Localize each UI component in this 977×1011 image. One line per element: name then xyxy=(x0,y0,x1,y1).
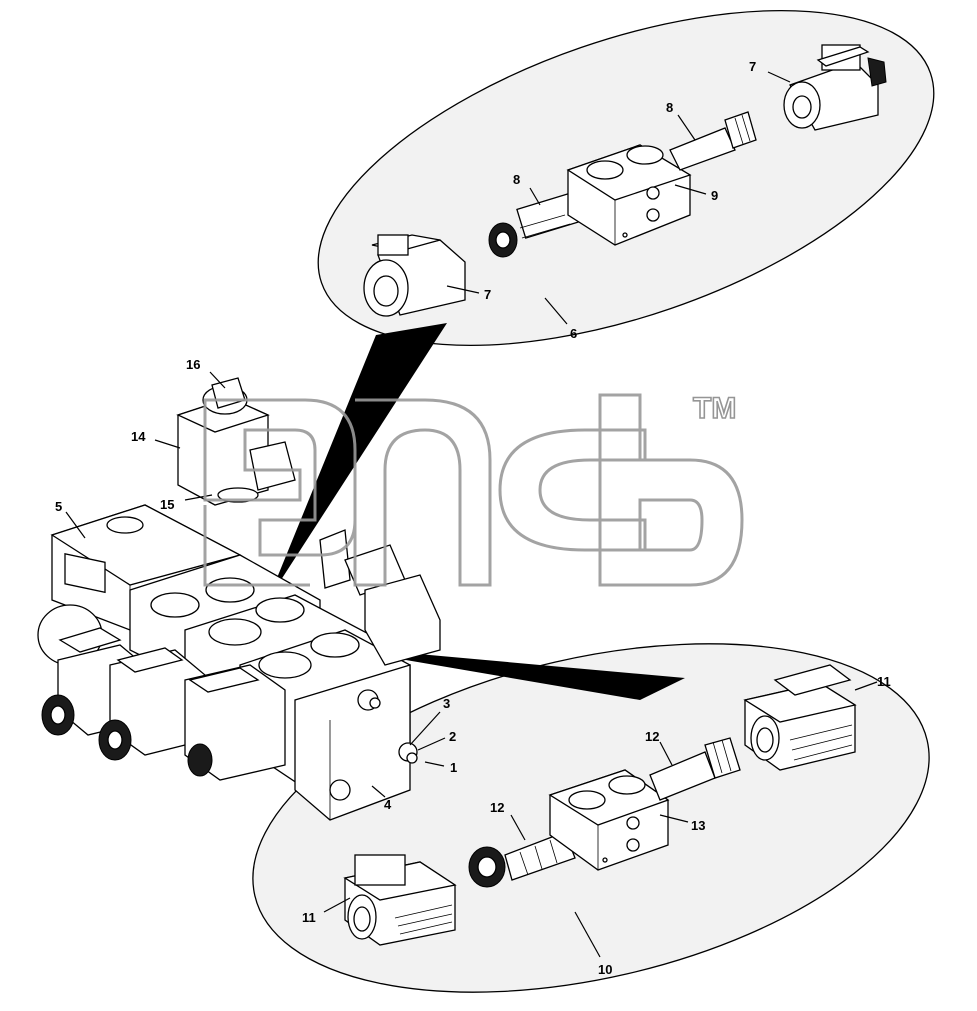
valve-block-9 xyxy=(566,144,692,246)
watermark-tm: TM xyxy=(693,392,736,425)
detail-group-6 xyxy=(317,9,935,347)
leader-wedge-top xyxy=(268,323,447,600)
callout-15: 15 xyxy=(160,497,174,512)
coil-11-left xyxy=(343,854,457,946)
coil-7-right xyxy=(783,44,887,131)
watermark-logo: TM xyxy=(203,391,744,587)
detail-group-10 xyxy=(252,643,930,993)
callout-5: 5 xyxy=(55,499,62,514)
cartridge-12-right xyxy=(649,737,741,801)
main-manifold-assembly xyxy=(37,371,446,821)
callout-9: 9 xyxy=(711,188,718,203)
callout-3: 3 xyxy=(443,696,450,711)
callout-12-left: 12 xyxy=(490,800,504,815)
callout-10: 10 xyxy=(598,962,612,977)
coil-11-right xyxy=(743,664,857,771)
callout-11-right: 11 xyxy=(877,674,891,689)
callout-1: 1 xyxy=(450,760,457,775)
coil-7-left xyxy=(363,234,466,317)
callout-4: 4 xyxy=(384,797,392,812)
cartridge-12-left xyxy=(468,831,576,888)
callout-2: 2 xyxy=(449,729,456,744)
callout-7-left: 7 xyxy=(484,287,491,302)
valve-block-13 xyxy=(548,769,670,871)
cartridge-8-right xyxy=(669,111,757,171)
coils-left-bank xyxy=(37,529,441,781)
callout-13: 13 xyxy=(691,818,705,833)
callout-7-right: 7 xyxy=(749,59,756,74)
callout-6: 6 xyxy=(570,326,577,341)
callout-12-right: 12 xyxy=(645,729,659,744)
callout-8-left: 8 xyxy=(513,172,520,187)
callout-11-left: 11 xyxy=(302,910,316,925)
callout-8-right: 8 xyxy=(666,100,673,115)
callout-16: 16 xyxy=(186,357,200,372)
callout-14: 14 xyxy=(131,429,146,444)
